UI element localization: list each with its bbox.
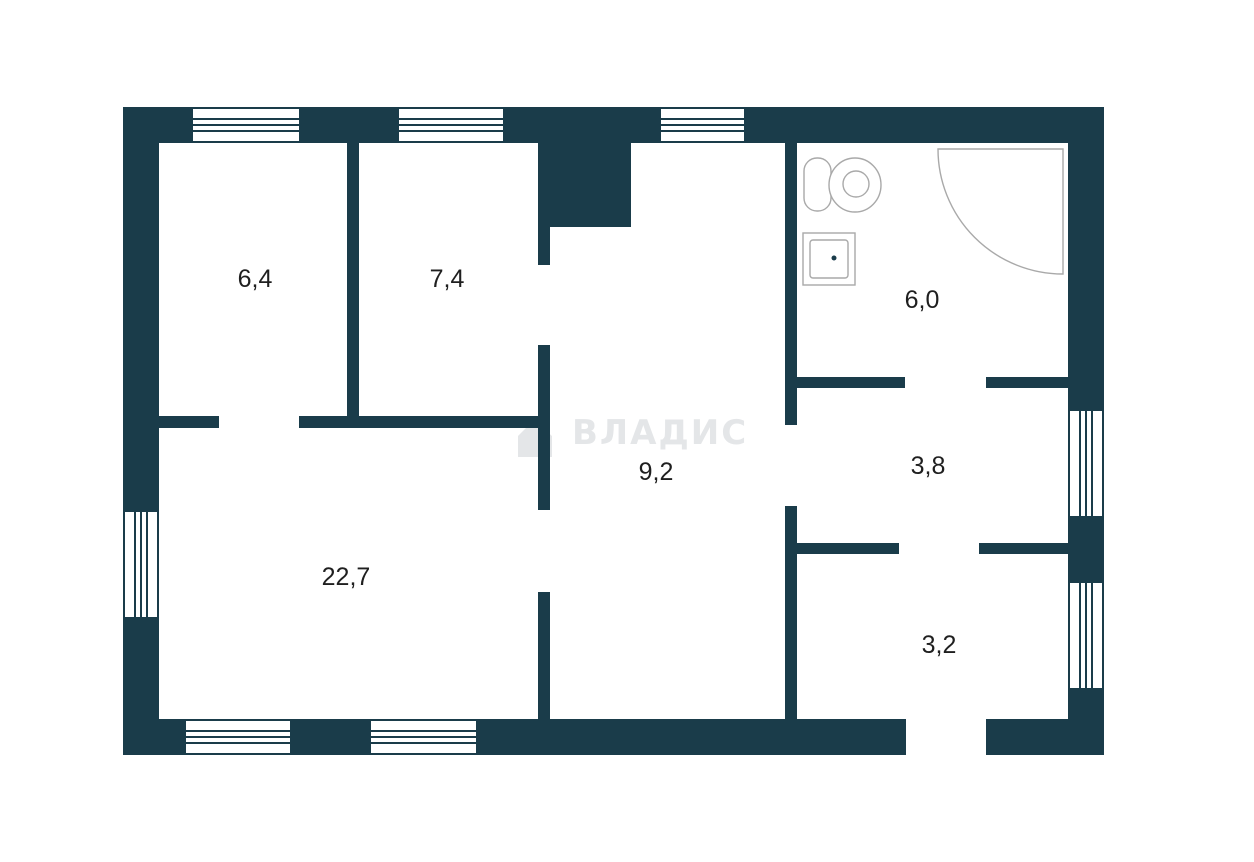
window-top-3 bbox=[661, 109, 744, 141]
wall-hall-left-1 bbox=[538, 143, 550, 265]
room-area-label: 3,8 bbox=[911, 452, 946, 480]
room-area-label: 7,4 bbox=[430, 265, 465, 293]
chimney-block bbox=[538, 143, 631, 227]
window-left bbox=[125, 512, 157, 617]
window-right-1 bbox=[1070, 411, 1102, 516]
bottom-wall-right bbox=[986, 719, 1104, 755]
wall-hall-right-2 bbox=[785, 506, 797, 719]
sink-icon bbox=[802, 232, 856, 286]
room-area-label: 3,2 bbox=[922, 631, 957, 659]
wall-bath-bottom-left bbox=[797, 377, 905, 388]
window-top-1 bbox=[193, 109, 299, 141]
window-bottom-2 bbox=[371, 721, 476, 753]
wall-corr-bottom-right bbox=[979, 543, 1068, 554]
room-area-label: 6,4 bbox=[238, 265, 273, 293]
bathroom-fixtures bbox=[802, 148, 1064, 286]
wall-bath-bottom-right bbox=[986, 377, 1068, 388]
room-area-label: 22,7 bbox=[322, 563, 371, 591]
room-area-label: 9,2 bbox=[639, 458, 674, 486]
room-labels: 6,4 7,4 9,2 22,7 6,0 3,8 3,2 bbox=[238, 265, 957, 659]
toilet-icon bbox=[803, 157, 882, 213]
shower-icon bbox=[937, 148, 1064, 275]
window-right-2 bbox=[1070, 583, 1102, 688]
left-wall bbox=[123, 107, 159, 755]
wall-hall-left-2 bbox=[538, 345, 550, 510]
interior-walls bbox=[159, 143, 1068, 719]
wall-between-rooms-top bbox=[347, 143, 359, 416]
wall-living-top-left bbox=[159, 416, 219, 428]
watermark: ВЛАДИС bbox=[518, 413, 748, 457]
wall-living-top-right bbox=[299, 416, 549, 428]
room-area-label: 6,0 bbox=[905, 286, 940, 314]
wall-hall-right-1 bbox=[785, 143, 797, 425]
wall-corr-bottom-left bbox=[797, 543, 899, 554]
wall-hall-left-3 bbox=[538, 592, 550, 719]
watermark-text: ВЛАДИС bbox=[572, 413, 748, 453]
windows bbox=[125, 109, 1102, 753]
window-bottom-1 bbox=[186, 721, 290, 753]
window-top-2 bbox=[399, 109, 503, 141]
